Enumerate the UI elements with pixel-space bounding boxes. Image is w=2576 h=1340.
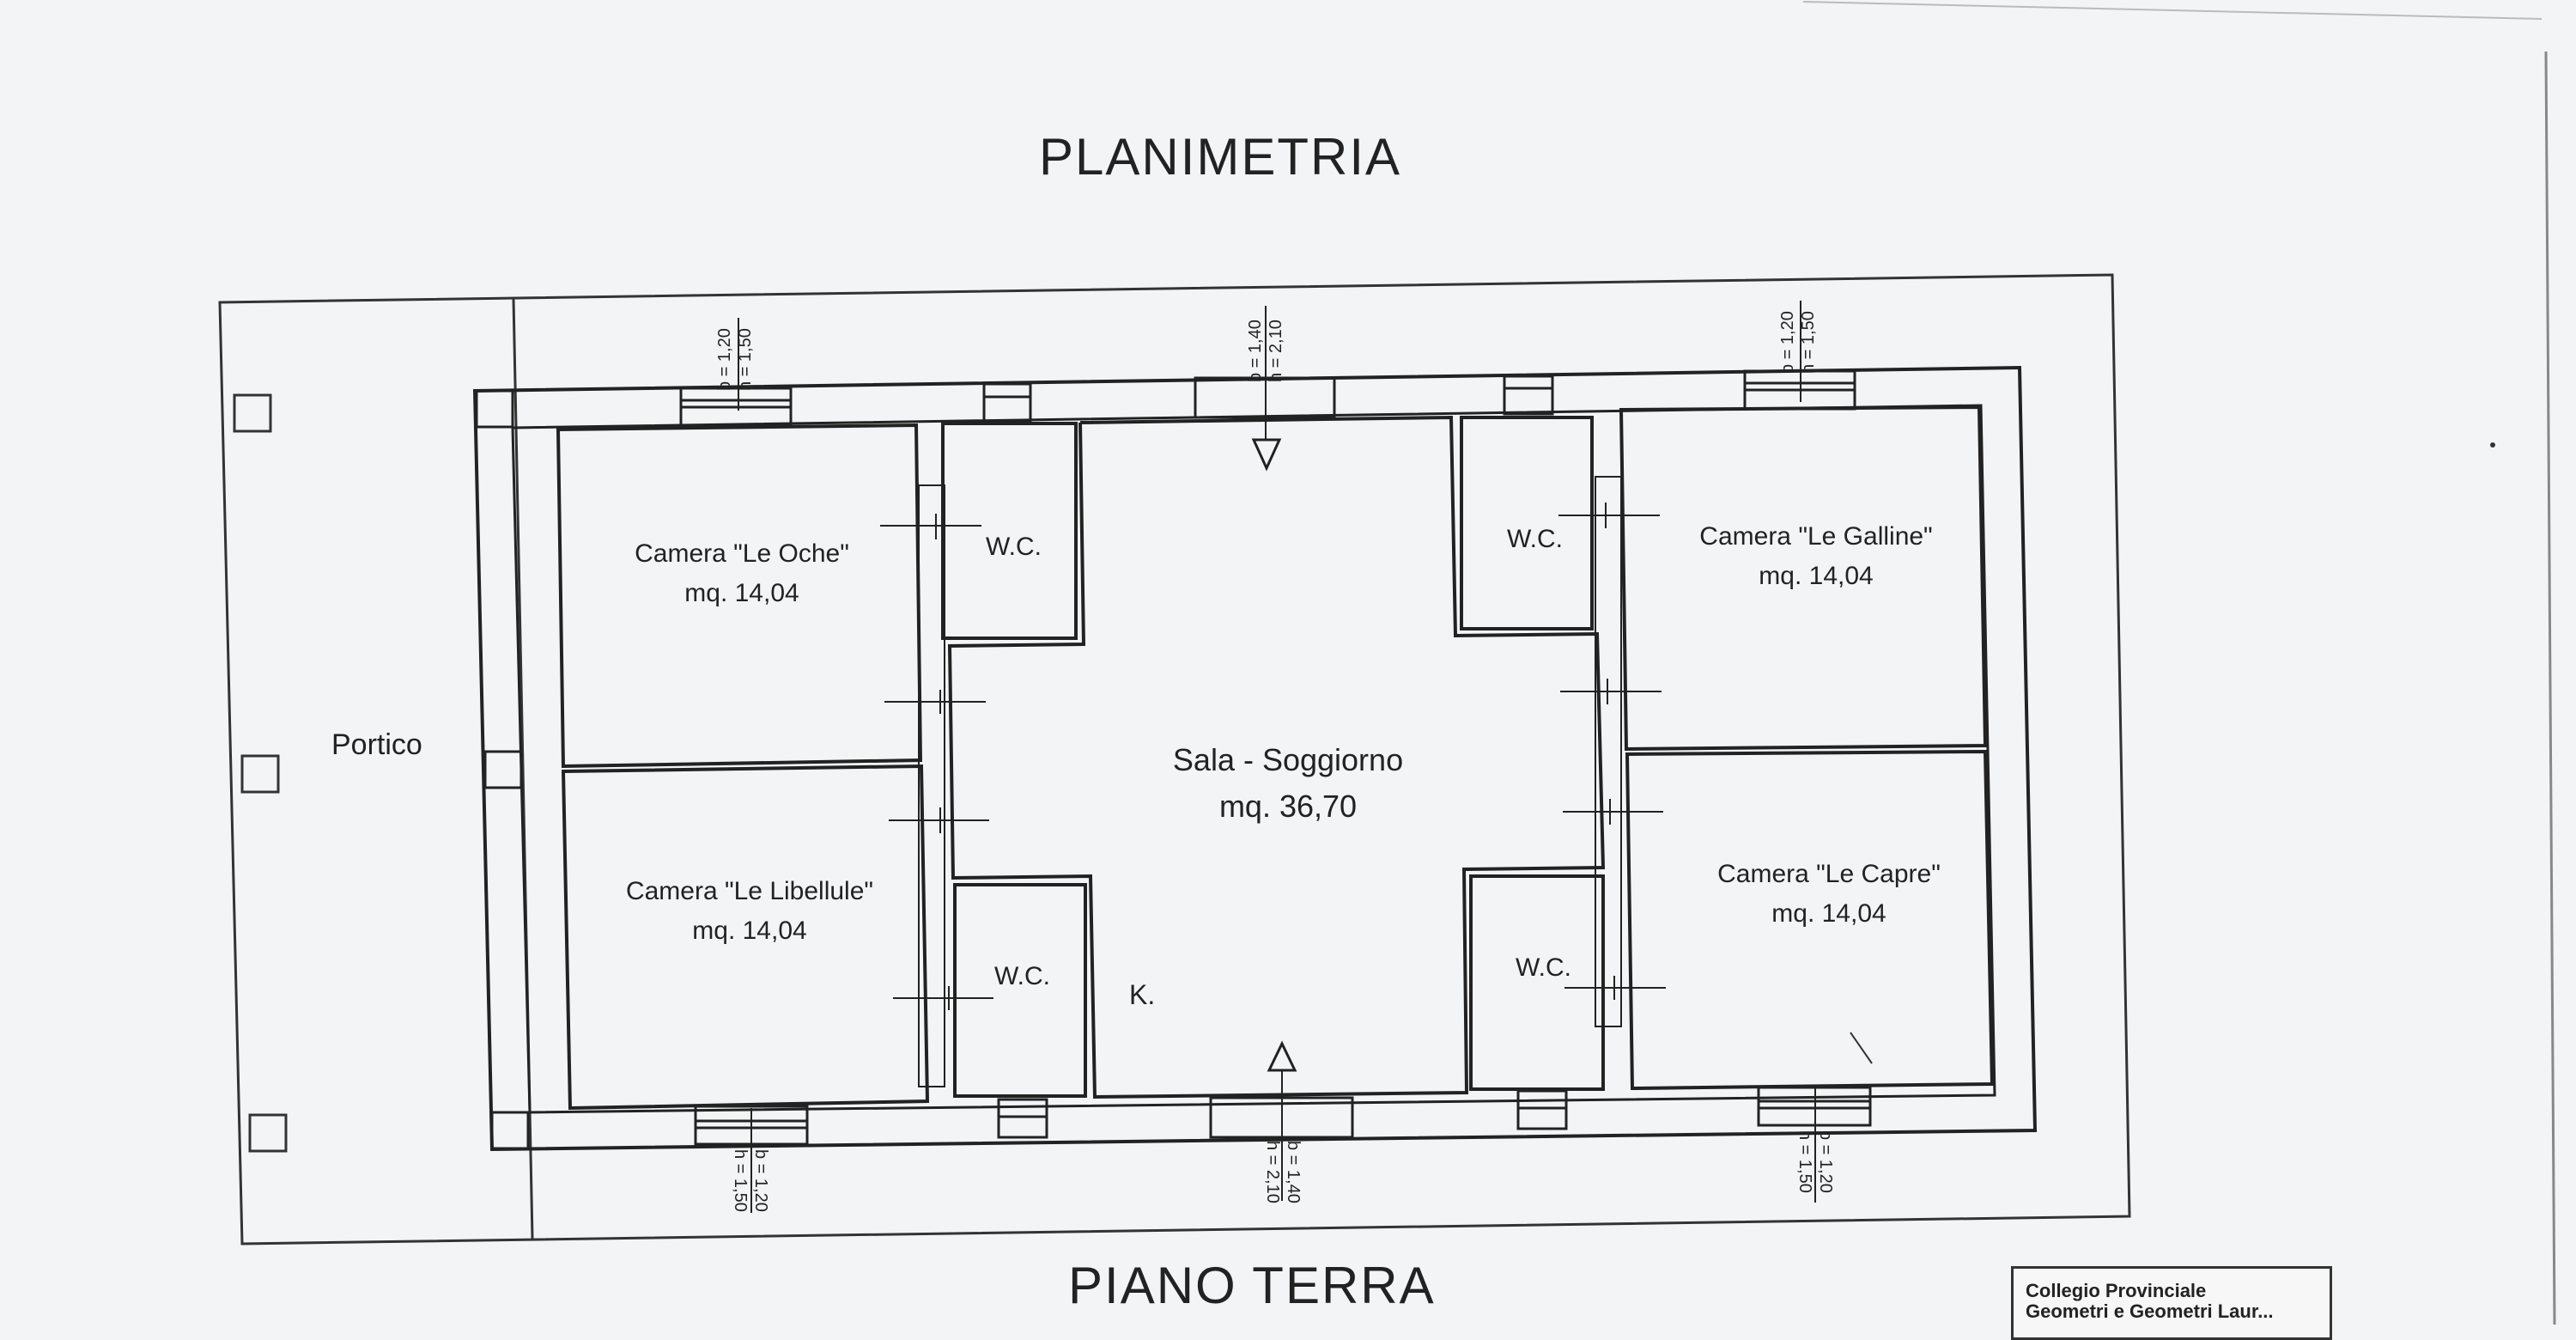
room-libellule-label: Camera "Le Libellule" mq. 14,04 bbox=[626, 872, 873, 951]
wc-label: W.C. bbox=[994, 962, 1050, 990]
pillar bbox=[240, 754, 280, 794]
wc-label: W.C. bbox=[1516, 953, 1571, 982]
room-galline-outline bbox=[1619, 405, 1988, 752]
page-edge bbox=[1802, 1, 2543, 20]
portico-label: Portico bbox=[331, 728, 422, 761]
building-interior-wall bbox=[511, 404, 1996, 1114]
wc-label: W.C. bbox=[986, 533, 1042, 561]
room-galline-name: Camera "Le Galline" bbox=[1699, 522, 1933, 551]
wc-se-outline bbox=[953, 883, 1087, 1098]
stamp-line-2: Geometri e Geometri Laur... bbox=[2026, 1300, 2274, 1322]
dimension-leaders bbox=[738, 301, 1816, 1213]
entrance-arrow-north bbox=[1251, 438, 1282, 472]
wall-block bbox=[490, 1111, 530, 1150]
room-sala-name: Sala - Soggiorno bbox=[1172, 742, 1404, 777]
sala-outline bbox=[947, 415, 1606, 1099]
room-galline-label: Camera "Le Galline" mq. 14,04 bbox=[1699, 517, 1932, 596]
room-sala-area: mq. 36,70 bbox=[1218, 789, 1358, 824]
room-capre-label: Camera "Le Capre" mq. 14,04 bbox=[1717, 855, 1941, 934]
room-capre-name: Camera "Le Capre" bbox=[1717, 860, 1941, 888]
room-capre-outline bbox=[1625, 749, 1995, 1091]
entrance-arrow-south bbox=[1267, 1040, 1297, 1072]
room-oche-area: mq. 14,04 bbox=[684, 579, 799, 607]
wall-block bbox=[475, 389, 514, 429]
wc-no-outline bbox=[1460, 416, 1594, 630]
room-sala-label: Sala - Soggiorno mq. 36,70 bbox=[1173, 737, 1403, 830]
mark bbox=[1850, 1032, 1873, 1064]
wc-label: W.C. bbox=[1507, 525, 1563, 553]
room-oche-label: Camera "Le Oche" mq. 14,04 bbox=[635, 534, 849, 613]
wall-block bbox=[483, 750, 523, 789]
door-ticks bbox=[880, 502, 1666, 1010]
room-capre-area: mq. 14,04 bbox=[1771, 899, 1886, 928]
room-libellule-outline bbox=[561, 764, 930, 1111]
room-libellule-area: mq. 14,04 bbox=[692, 917, 807, 945]
page-edge bbox=[2544, 51, 2556, 1325]
kitchen-label: K. bbox=[1129, 979, 1156, 1010]
mark bbox=[2490, 442, 2495, 448]
room-libellule-name: Camera "Le Libellule" bbox=[625, 877, 874, 905]
wc-so-outline bbox=[1469, 874, 1605, 1091]
corridor-wall bbox=[1595, 476, 1622, 1027]
wc-ne-outline bbox=[941, 422, 1078, 640]
room-oche-outline bbox=[556, 423, 923, 769]
room-galline-area: mq. 14,04 bbox=[1759, 562, 1874, 590]
pillar bbox=[248, 1113, 288, 1153]
professional-stamp: Collegio Provinciale Geometri e Geometri… bbox=[2011, 1266, 2332, 1340]
floor-label: PIANO TERRA bbox=[1068, 1257, 1436, 1314]
stamp-line-1: Collegio Provinciale bbox=[2026, 1280, 2207, 1301]
outer-boundary bbox=[218, 273, 2131, 1246]
room-oche-name: Camera "Le Oche" bbox=[635, 539, 849, 568]
corridor-wall bbox=[918, 484, 945, 1087]
pillar bbox=[233, 393, 272, 433]
plan-title: PLANIMETRIA bbox=[1039, 128, 1402, 186]
